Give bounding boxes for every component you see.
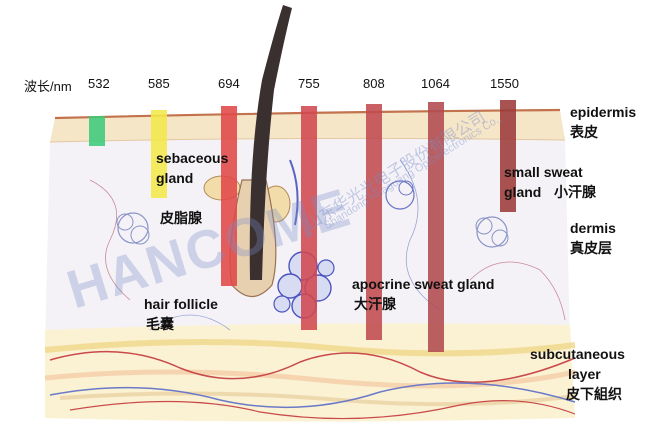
sebaceous-label-line2: gland bbox=[156, 170, 194, 186]
bar-694 bbox=[221, 106, 237, 286]
small-sweat-label-cn: 小汗腺 bbox=[554, 184, 596, 200]
bar-755 bbox=[301, 106, 317, 330]
hair-follicle-label: hair follicle bbox=[144, 296, 218, 312]
epidermis-label-cn: 表皮 bbox=[570, 124, 598, 140]
subcutaneous-label-cn: 皮下組织 bbox=[566, 386, 622, 402]
wavelength-label-808: 808 bbox=[363, 76, 385, 91]
apocrine-label: apocrine sweat gland bbox=[352, 276, 495, 292]
bar-532 bbox=[89, 116, 105, 146]
subcutaneous-label-line2: layer bbox=[568, 366, 601, 382]
apocrine-label-cn: 大汗腺 bbox=[354, 296, 396, 312]
bar-1550 bbox=[500, 100, 516, 212]
wavelength-label-532: 532 bbox=[88, 76, 110, 91]
wavelength-label-694: 694 bbox=[218, 76, 240, 91]
hair-follicle-label-cn: 毛囊 bbox=[146, 316, 174, 332]
wavelength-label-585: 585 bbox=[148, 76, 170, 91]
bar-808 bbox=[366, 104, 382, 340]
epidermis-label: epidermis bbox=[570, 104, 637, 120]
dermis-label-cn: 真皮层 bbox=[570, 240, 612, 256]
wavelength-label-1550: 1550 bbox=[490, 76, 519, 91]
small-sweat-label-line2: gland bbox=[504, 184, 542, 200]
dermis-label: dermis bbox=[570, 220, 616, 236]
wavelength-label-755: 755 bbox=[298, 76, 320, 91]
wavelength-axis-label: 波长/nm bbox=[24, 79, 72, 94]
bar-1064 bbox=[428, 102, 444, 352]
sebaceous-label-cn: 皮脂腺 bbox=[160, 210, 202, 226]
subcutaneous-label-line1: subcutaneous bbox=[530, 346, 625, 362]
bar-585 bbox=[151, 110, 167, 198]
wavelength-label-1064: 1064 bbox=[421, 76, 450, 91]
small-sweat-label-line1: small sweat bbox=[504, 164, 583, 180]
sebaceous-label-line1: sebaceous bbox=[156, 150, 229, 166]
